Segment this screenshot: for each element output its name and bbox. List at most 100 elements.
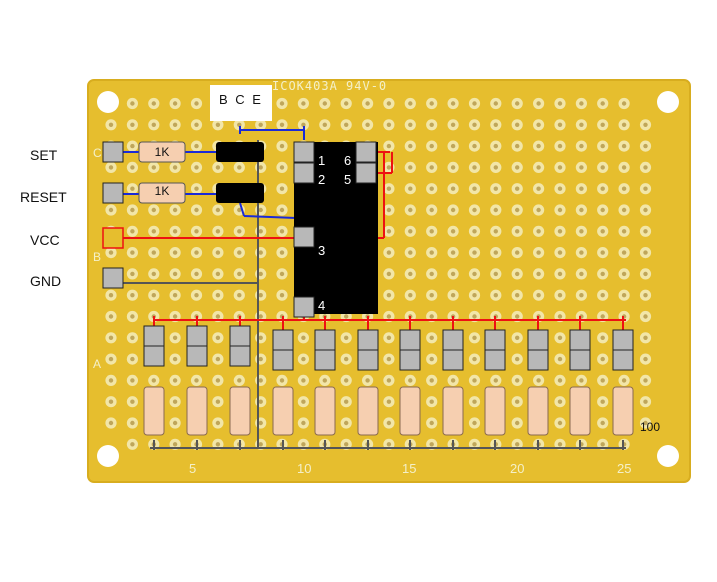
pad-hole [279, 165, 285, 170]
mounting-hole [657, 445, 679, 467]
pad-hole [579, 271, 584, 277]
pad-hole [151, 165, 156, 170]
pad-hole [450, 143, 456, 149]
pad-hole [130, 207, 135, 213]
led-pad-lower [527, 349, 549, 371]
pad-hole [279, 122, 285, 128]
column-number-10: 10 [297, 461, 312, 476]
led-pad-lower [186, 345, 208, 367]
pad-hole [215, 207, 221, 213]
terminal-vcc [102, 227, 124, 249]
pad-hole [600, 207, 605, 213]
pad-hole [237, 271, 242, 277]
pad-hole [429, 442, 434, 447]
pad-hole [130, 122, 135, 128]
pad-hole [151, 101, 156, 106]
led-pad-lower [143, 345, 165, 367]
pad-hole [344, 399, 349, 404]
pad-hole [301, 420, 306, 426]
pad-hole [386, 293, 392, 298]
pad-hole [322, 122, 327, 128]
pad-hole [151, 122, 156, 128]
pad-hole [450, 229, 456, 234]
pad-hole [215, 165, 221, 170]
pad-hole [536, 143, 541, 149]
pad-hole [151, 378, 156, 383]
pad-hole [130, 420, 135, 426]
pad-hole [493, 122, 498, 128]
pad-hole [258, 271, 263, 277]
pad-hole [301, 399, 306, 404]
pad-hole [194, 101, 199, 106]
pad-hole [579, 101, 584, 106]
led-pad-upper [186, 325, 208, 347]
load-resistor [143, 386, 165, 436]
pad-hole [600, 293, 605, 298]
bce-label-box [210, 85, 272, 121]
load-resistor [569, 386, 591, 436]
column-number-25: 25 [617, 461, 632, 476]
pad-hole [301, 442, 306, 447]
pad-hole [472, 399, 477, 404]
pad-hole [408, 186, 413, 191]
load-resistor [229, 386, 251, 436]
transistor-pin-label: B C E [219, 92, 263, 107]
pad-hole [279, 186, 285, 191]
pad-hole [408, 378, 413, 383]
pad-hole [172, 399, 178, 404]
pad-hole [515, 101, 520, 106]
resistor-set-label: 1K [154, 145, 170, 159]
pad-hole [258, 442, 263, 447]
pad-hole [536, 101, 541, 106]
pad-hole [600, 442, 605, 447]
pad-hole [515, 207, 520, 213]
pad-hole [386, 250, 392, 255]
pad-hole [515, 399, 520, 404]
pad-hole [643, 250, 648, 255]
pad-hole [108, 335, 114, 340]
terminal-gnd [102, 267, 124, 289]
pad-hole [279, 143, 285, 149]
pad-hole [194, 186, 199, 191]
pad-hole [108, 207, 114, 213]
pad-hole [130, 356, 135, 362]
pad-hole [301, 335, 306, 340]
pad-hole [258, 229, 263, 234]
pad-hole [194, 250, 199, 255]
ic-pin-3: 3 [318, 243, 326, 258]
pad-hole [557, 101, 563, 106]
ic-pin-pad [293, 296, 315, 318]
column-number-5: 5 [189, 461, 197, 476]
pad-hole [215, 420, 221, 426]
pad-hole [557, 314, 563, 319]
pad-hole [279, 229, 285, 234]
pad-hole [429, 229, 434, 234]
led-pad-upper [442, 329, 464, 351]
pad-hole [130, 399, 135, 404]
transistor-set [216, 142, 264, 162]
pad-hole [472, 101, 477, 106]
load-resistor [442, 386, 464, 436]
pad-hole [515, 378, 520, 383]
pad-hole [237, 122, 242, 128]
pad-hole [365, 122, 370, 128]
pad-hole [258, 293, 263, 298]
load-resistor [612, 386, 634, 436]
pad-hole [215, 293, 221, 298]
pad-hole [408, 250, 413, 255]
pad-hole [472, 314, 477, 319]
pad-hole [472, 420, 477, 426]
pad-hole [386, 186, 392, 191]
pad-hole [536, 165, 541, 170]
pad-hole [258, 356, 263, 362]
pad-hole [621, 271, 627, 277]
pad-hole [108, 314, 114, 319]
pad-hole [344, 420, 349, 426]
terminal-set [102, 141, 124, 163]
pad-hole [493, 207, 498, 213]
pad-hole [472, 356, 477, 362]
pad-hole [215, 442, 221, 447]
blue-wire-diag [239, 202, 245, 217]
pad-hole [408, 101, 413, 106]
pad-hole [429, 101, 434, 106]
